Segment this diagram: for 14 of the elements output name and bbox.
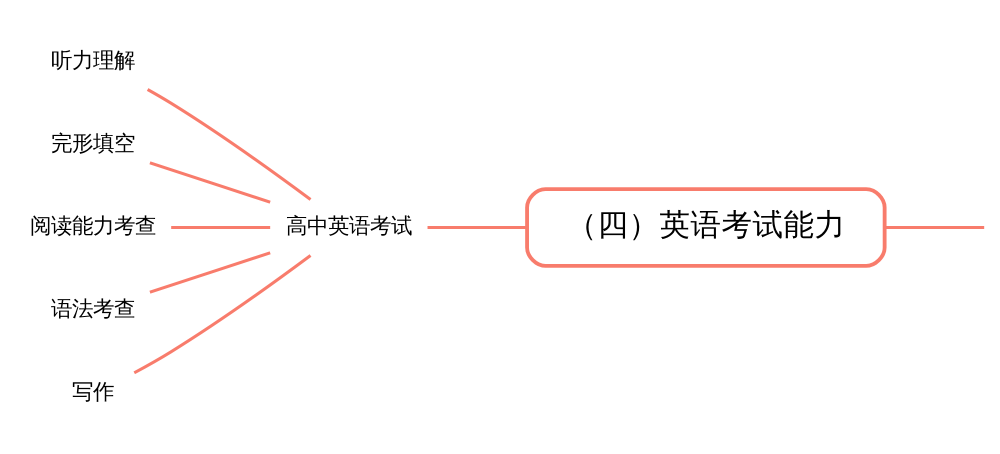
node-box: （四）英语考试能力 xyxy=(525,186,887,268)
connector xyxy=(149,160,271,204)
node-text: 听力理解 xyxy=(50,48,135,73)
connector xyxy=(146,88,312,200)
node-text: 写作 xyxy=(72,379,114,404)
node-text: 语法考查 xyxy=(50,296,135,322)
connector xyxy=(884,225,984,229)
node-text: 完形填空 xyxy=(50,130,135,156)
connector xyxy=(149,250,271,294)
connector xyxy=(134,254,312,374)
connector xyxy=(428,225,527,229)
node-text: 阅读能力考查 xyxy=(30,214,156,239)
node-text: 高中英语考试 xyxy=(286,214,412,239)
connector xyxy=(171,225,270,229)
